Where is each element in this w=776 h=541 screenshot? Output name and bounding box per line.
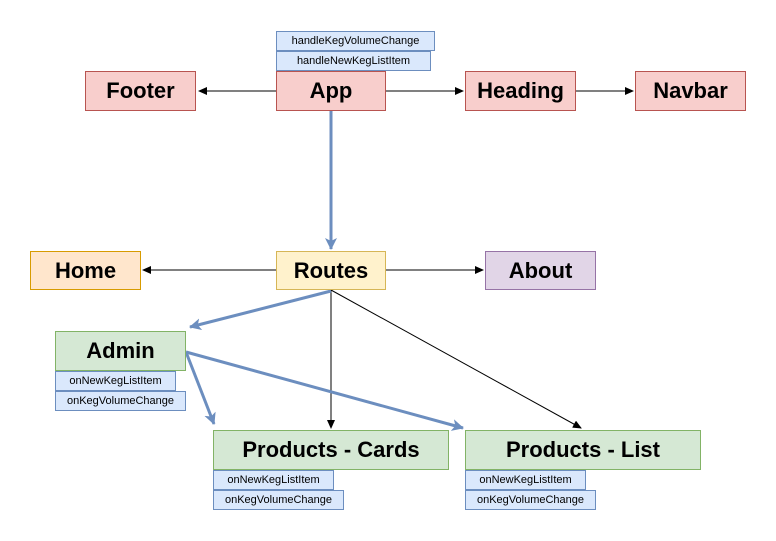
products-cards-prop-on-keg-volume-change: onKegVolumeChange [213,490,344,510]
products-cards-prop-on-new-keg-list-item: onNewKegListItem [213,470,334,490]
node-admin-label: Admin [86,338,155,363]
edge-routes-admin [189,289,332,331]
node-about: About [485,251,596,290]
node-footer-label: Footer [106,78,175,103]
products-list-prop-on-new-keg-list-item: onNewKegListItem [465,470,586,490]
node-routes-label: Routes [293,257,369,283]
node-navbar: Navbar [635,71,746,111]
node-about-label: About [508,257,573,283]
edge-routes-products-list [330,289,582,429]
node-products-cards: Products - Cards [213,430,449,470]
admin-prop-on-new-keg-list-item: onNewKegListItem [55,371,176,391]
node-home-label: Home [54,257,117,283]
node-products-list-label: Products - List [505,437,660,462]
node-products-cards-label: Products - Cards [242,437,420,462]
node-heading-label: Heading [477,78,564,103]
node-heading: Heading [465,71,576,111]
admin-prop-on-keg-volume-change: onKegVolumeChange [55,391,186,411]
node-app: App [276,71,386,111]
edge-admin-products-list [185,350,464,431]
edge-admin-products-cards [184,351,216,425]
products-list-prop-on-keg-volume-change: onKegVolumeChange [465,490,596,510]
node-admin: Admin [55,331,186,371]
node-footer: Footer [85,71,196,111]
node-home: Home [30,251,141,290]
node-routes: Routes [276,251,386,290]
app-prop-handle-keg-volume-change: handleKegVolumeChange [276,31,435,51]
node-navbar-label: Navbar [653,78,728,103]
node-app-label: App [309,78,353,103]
node-products-list: Products - List [465,430,701,470]
app-prop-handle-new-keg-list-item: handleNewKegListItem [276,51,431,71]
